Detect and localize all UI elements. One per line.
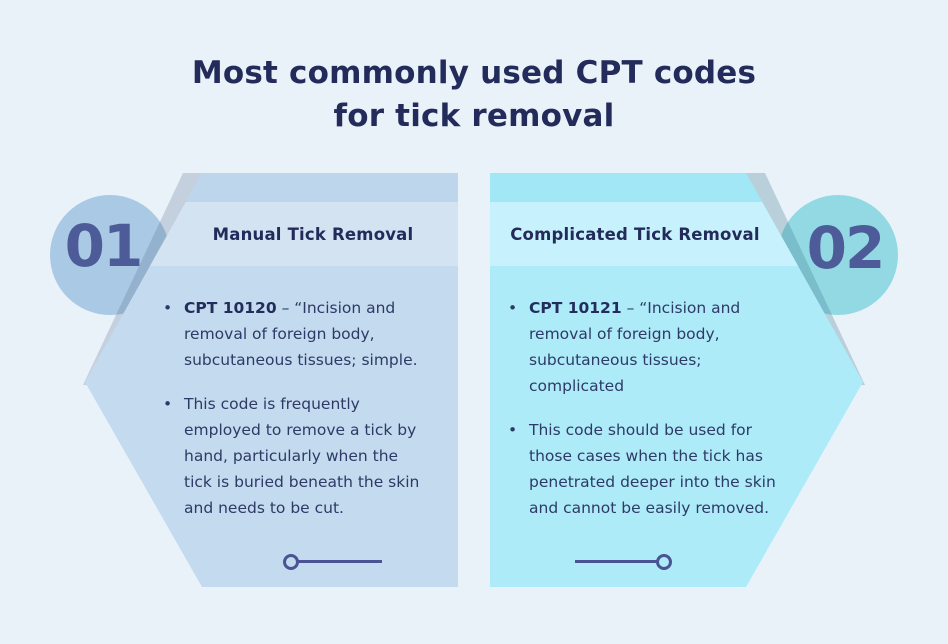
bullet-dot-icon [163,391,184,521]
page-title: Most commonly used CPT codes for tick re… [0,52,948,138]
bullet-text: This code is frequently employed to remo… [184,391,429,521]
bullet-text-body: – “Incision and removal of foreign body,… [184,299,418,369]
bullet-text-body: – “Incision and removal of foreign body,… [529,299,741,395]
list-item: This code is frequently employed to remo… [163,391,429,521]
list-item: CPT 10121 – “Incision and removal of for… [508,295,798,399]
right-panel-heading: Complicated Tick Removal [510,224,760,244]
list-item: CPT 10120 – “Incision and removal of for… [163,295,429,373]
bullet-text: CPT 10120 – “Incision and removal of for… [184,295,429,373]
bullet-dot-icon [508,417,529,521]
bullet-text-body: This code should be used for those cases… [529,421,776,517]
bullet-text-body: This code is frequently employed to remo… [184,395,420,517]
right-panel-bullet-list: CPT 10121 – “Incision and removal of for… [508,295,798,521]
page-title-line-1: Most commonly used CPT codes [191,55,757,91]
cpt-code-label: CPT 10121 [529,299,622,317]
bullet-text: CPT 10121 – “Incision and removal of for… [529,295,798,399]
bullet-dot-icon [508,295,529,399]
right-connector-line-icon [575,560,657,563]
left-panel-bullet-list: CPT 10120 – “Incision and removal of for… [163,295,429,521]
right-connector-dot-icon [656,554,672,570]
step-1-number: 01 [64,212,144,280]
list-item: This code should be used for those cases… [508,417,798,521]
left-connector-line-icon [297,560,382,563]
cpt-code-label: CPT 10120 [184,299,277,317]
page-title-line-2: for tick removal [333,98,615,134]
step-2-number: 02 [806,214,886,282]
bullet-dot-icon [163,295,184,373]
bullet-text: This code should be used for those cases… [529,417,798,521]
left-panel-heading: Manual Tick Removal [212,224,414,244]
